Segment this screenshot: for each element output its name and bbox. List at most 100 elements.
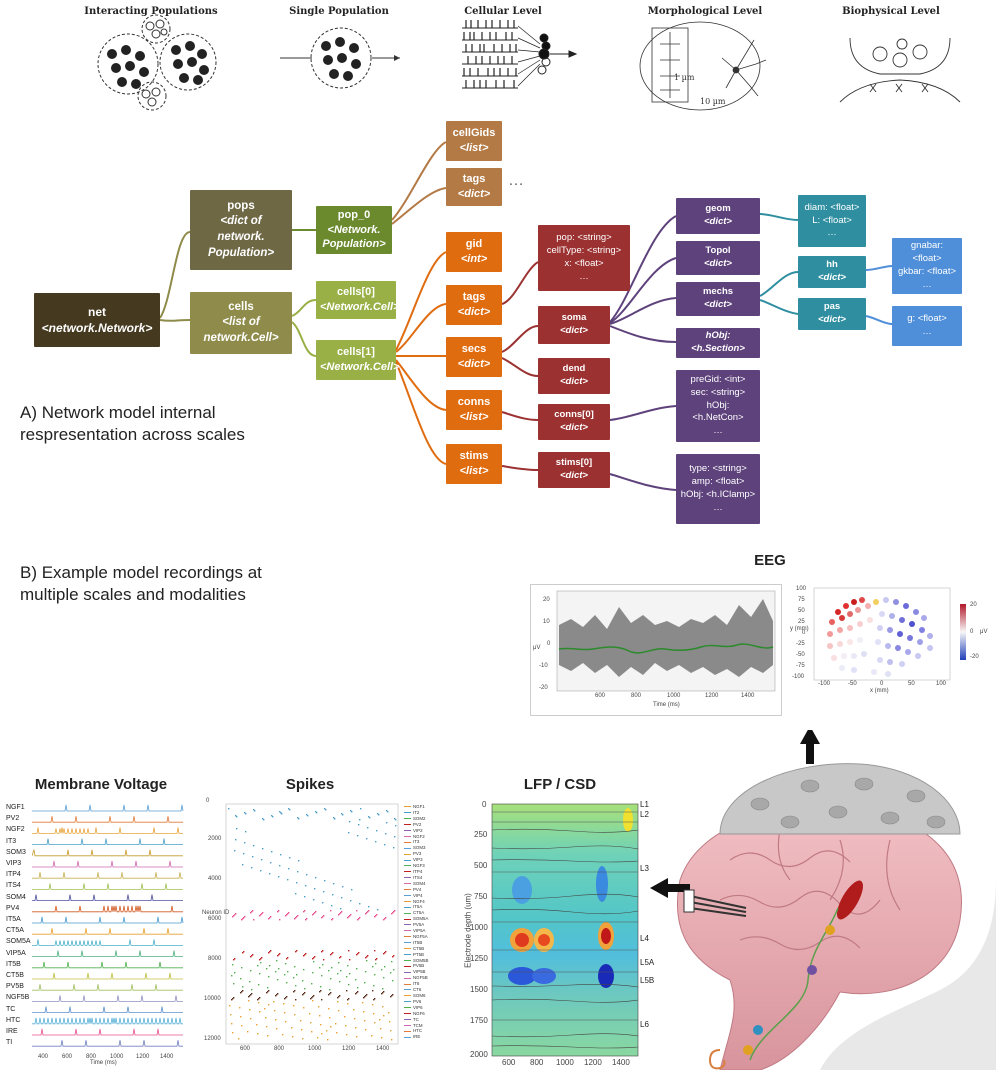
spike-dot [351,811,353,813]
spike-dot [242,864,244,866]
spike-dot [362,1002,364,1004]
map-ytick: -75 [796,663,805,669]
spike-dot [382,1006,384,1008]
legend-swatch [404,1013,411,1015]
legend-label: NGF2 [413,833,425,839]
spike-dot [232,1032,234,1034]
spike-dot [348,998,350,1000]
spike-dot [332,952,334,954]
lfp-xtick: 1000 [556,1058,574,1067]
spike-dot [323,891,325,893]
lfp-xtick: 800 [530,1058,544,1067]
spike-dot [303,969,305,971]
spikes-legend-item: SOM5A [404,916,438,922]
spike-dot [337,997,339,999]
node-name: pas [823,301,841,313]
spike-dot [305,919,307,921]
legend-swatch [404,865,411,867]
spike-dot [328,1008,330,1010]
field-line: cellType: <string> [546,245,622,257]
spike-dot [286,958,288,960]
scale-bar-10um: 10 µm [700,97,726,106]
spikes-legend-item: PV3 [404,851,438,857]
mv-xtick: 1200 [136,1054,150,1060]
membrane-trace [32,872,183,879]
spikes-panel: 0 2000 4000 6000 8000 10000 12000 Neuron… [200,798,440,1062]
spike-dot [321,975,323,977]
node-name: gid [465,238,483,251]
lfp-xtick: 1200 [584,1058,602,1067]
spike-dot [310,998,312,1000]
spike-dot [382,988,384,990]
spike-dot [240,1016,242,1018]
map-xtick: 50 [908,681,915,687]
spike-dot [241,1025,243,1027]
spike-dot [278,954,280,956]
cellular-level-drawing [462,20,578,89]
legend-swatch [404,948,411,950]
spike-dot [252,856,254,858]
tree-node-soma: soma <dict> [538,306,610,344]
spike-dot [357,987,359,989]
spike-dot [304,896,306,898]
interacting-populations-drawing [97,14,217,111]
spike-dot [270,862,272,864]
legend-label: VIP6 [413,1004,423,1010]
field-line: hObj: <h.NetCon> [692,399,744,424]
spike-dot [286,914,288,916]
spike-dot [338,914,340,916]
node-name: Topol [705,245,731,257]
legend-swatch [404,1018,411,1020]
spike-dot [263,819,265,821]
spikes-legend-item: VIP4 [404,893,438,899]
spike-dot [359,917,361,919]
spike-dot [364,996,366,998]
spike-dot [303,911,305,913]
spikes-legend-item: PV6 [404,999,438,1005]
spike-dot [320,990,322,992]
spike-dot [230,1014,232,1016]
spike-dot [348,984,350,986]
spikes-legend-item: NGF1 [404,804,438,810]
node-name: mechs [702,286,734,298]
spike-dot [259,1011,261,1013]
sp-ytick: 2000 [208,836,222,842]
spike-dot [306,874,308,876]
legend-swatch [404,912,411,914]
spike-dot [367,955,369,957]
lfp-ylabel: Electrode depth (um) [463,893,473,968]
node-name: stims[0] [555,457,593,469]
membrane-trace [32,916,184,924]
spike-dot [228,808,230,810]
spike-dot [393,955,395,957]
spike-dot [303,955,305,957]
tree-node-stims0: stims[0] <dict> [538,452,610,488]
spike-dot [381,1037,383,1039]
spike-dot [293,991,295,993]
scale-title-interacting: Interacting Populations [84,6,218,17]
map-ytick: 50 [798,608,805,614]
spike-dot [330,1026,332,1028]
spike-dot [341,813,343,815]
legend-swatch [404,983,411,985]
layer-label: L6 [640,1020,649,1029]
legend-swatch [404,889,411,891]
spike-dot [357,835,359,837]
spike-dot [366,912,368,914]
spikes-legend-item: PT5B [404,952,438,958]
membrane-trace [32,860,183,868]
spike-dot [288,868,290,870]
spike-dot [392,956,394,958]
spike-dot [242,952,244,954]
sp-xtick: 1400 [376,1046,390,1052]
spike-dot [384,966,386,968]
node-type: <dict> [818,314,846,325]
spike-dot [236,828,238,830]
spike-dot [295,985,297,987]
membrane-row-label: ITS4 [6,882,21,890]
spike-dot [261,859,263,861]
legend-label: SOM5B [413,957,429,963]
legend-label: VIP3 [413,857,423,863]
legend-label: IT5A [413,904,423,910]
